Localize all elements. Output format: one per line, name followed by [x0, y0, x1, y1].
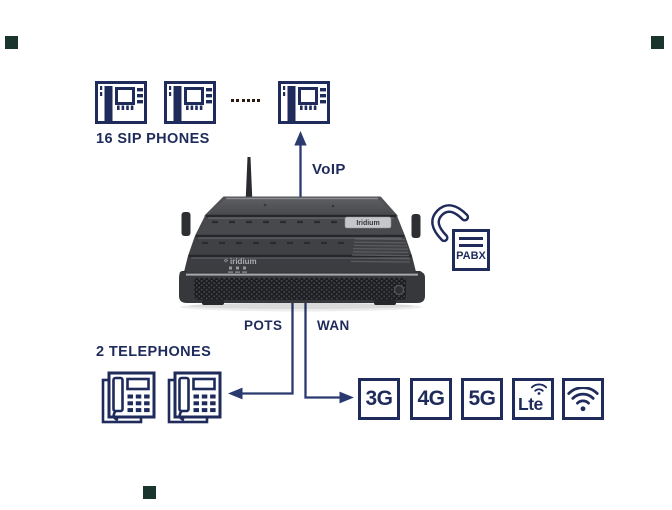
device-badge: Iridium	[344, 216, 392, 229]
pabx-line	[459, 244, 483, 248]
sip-phone-icon	[278, 81, 330, 124]
network-box-wifi	[562, 378, 604, 420]
telephones-label: 2 TELEPHONES	[96, 344, 212, 360]
ellipsis-dots	[231, 99, 261, 103]
corner-mark	[5, 36, 18, 49]
wan-label: WAN	[317, 318, 350, 333]
pabx-label: PABX	[456, 250, 486, 262]
pots-label: POTS	[244, 318, 283, 333]
telephone-icon	[166, 368, 222, 425]
network-box-5g-label: 5G	[468, 387, 496, 410]
sip-phone-icon	[164, 81, 216, 124]
network-box-3g: 3G	[358, 378, 400, 420]
telephone-icon	[100, 368, 156, 425]
corner-mark	[651, 36, 664, 49]
vent-lines	[350, 238, 411, 263]
network-box-lte-label: Lte	[518, 394, 543, 414]
voip-label: VoIP	[312, 161, 346, 178]
lte-waves-icon	[530, 383, 548, 395]
led-indicators	[228, 266, 247, 273]
sip-phone-icon	[95, 81, 147, 124]
honeycomb-grille	[194, 278, 406, 300]
network-box-4g-label: 4G	[417, 387, 445, 410]
device-logo: iridium	[224, 257, 257, 266]
network-box-lte: Lte	[512, 378, 554, 420]
connector-pots	[228, 298, 294, 400]
corner-mark	[143, 486, 156, 499]
network-box-3g-label: 3G	[365, 387, 393, 410]
network-box-4g: 4G	[410, 378, 452, 420]
pabx-line	[459, 237, 483, 241]
network-box-5g: 5G	[461, 378, 503, 420]
wifi-icon	[567, 386, 599, 411]
handset-icon	[431, 204, 470, 243]
router-device: Iridium iridium	[179, 157, 425, 312]
device-shadow	[180, 302, 422, 312]
svg-text:iridium: iridium	[230, 257, 257, 266]
svg-text:Iridium: Iridium	[356, 220, 379, 227]
connector-wan	[304, 298, 354, 404]
power-button	[393, 284, 405, 296]
antenna	[245, 157, 253, 204]
sip-phones-label: 16 SIP PHONES	[96, 131, 210, 147]
pabx-box: PABX	[452, 229, 490, 271]
